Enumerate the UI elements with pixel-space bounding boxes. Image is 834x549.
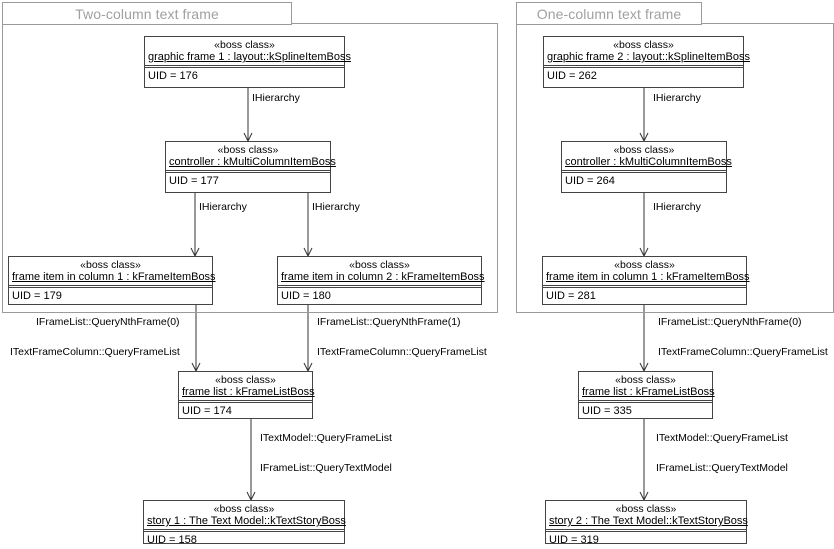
node-attribute: UID = 262 bbox=[544, 67, 743, 85]
node-attribute: UID = 176 bbox=[145, 67, 344, 85]
edge-label-left-hierarchy-item2: IHierarchy bbox=[312, 201, 360, 213]
node-attribute: UID = 281 bbox=[543, 287, 746, 305]
node-header: «boss class» controller : kMultiColumnIt… bbox=[562, 142, 732, 171]
edge-label-left-queryframelist-2: ITextFrameColumn::QueryFrameList bbox=[317, 346, 487, 358]
edge-label-left-querynthframe-1: IFrameList::QueryNthFrame(1) bbox=[317, 316, 461, 328]
edge-label-left-querynthframe-0: IFrameList::QueryNthFrame(0) bbox=[36, 316, 180, 328]
node-frame-list-335[interactable]: «boss class» frame list : kFrameListBoss… bbox=[578, 371, 715, 420]
node-header: «boss class» story 2 : The Text Model::k… bbox=[546, 501, 748, 530]
node-stereotype: «boss class» bbox=[80, 259, 141, 271]
node-header: «boss class» graphic frame 2 : layout::k… bbox=[544, 37, 750, 66]
node-graphic-frame-2[interactable]: «boss class» graphic frame 2 : layout::k… bbox=[543, 36, 750, 88]
node-frame-item-column-1-281[interactable]: «boss class» frame item in column 1 : kF… bbox=[542, 256, 750, 305]
edge-label-right-hierarchy-graphicframe: IHierarchy bbox=[653, 92, 701, 104]
node-stereotype: «boss class» bbox=[214, 39, 275, 51]
node-attribute: UID = 180 bbox=[278, 287, 481, 305]
node-stereotype: «boss class» bbox=[614, 259, 675, 271]
node-frame-item-column-2-180[interactable]: «boss class» frame item in column 2 : kF… bbox=[277, 256, 485, 305]
edge-label-left-queryframelist-1: ITextFrameColumn::QueryFrameList bbox=[10, 346, 180, 358]
node-stereotype: «boss class» bbox=[615, 374, 676, 386]
node-stereotype: «boss class» bbox=[349, 259, 410, 271]
node-header: «boss class» frame item in column 2 : kF… bbox=[278, 257, 485, 286]
node-header: «boss class» frame item in column 1 : kF… bbox=[543, 257, 750, 286]
edge-label-right-querynthframe-0: IFrameList::QueryNthFrame(0) bbox=[658, 316, 802, 328]
node-attribute: UID = 177 bbox=[166, 172, 330, 190]
node-attribute: UID = 174 bbox=[179, 402, 312, 420]
node-attribute: UID = 158 bbox=[144, 531, 344, 549]
edge-label-right-hierarchy-item1: IHierarchy bbox=[653, 201, 701, 213]
node-frame-list-174[interactable]: «boss class» frame list : kFrameListBoss… bbox=[178, 371, 315, 420]
node-name: graphic frame 1 : layout::kSplineItemBos… bbox=[148, 51, 351, 63]
panel-tab-one-column: One-column text frame bbox=[516, 2, 702, 25]
node-name: controller : kMultiColumnItemBoss bbox=[169, 156, 336, 168]
node-name: frame item in column 1 : kFrameItemBoss bbox=[12, 271, 216, 283]
edge-label-right-queryframelist-1: ITextFrameColumn::QueryFrameList bbox=[658, 346, 828, 358]
node-name: frame item in column 1 : kFrameItemBoss bbox=[546, 271, 750, 283]
node-story-1-158[interactable]: «boss class» story 1 : The Text Model::k… bbox=[143, 500, 346, 546]
panel-tab-two-column: Two-column text frame bbox=[2, 2, 292, 25]
node-controller-177[interactable]: «boss class» controller : kMultiColumnIt… bbox=[165, 141, 336, 193]
node-name: graphic frame 2 : layout::kSplineItemBos… bbox=[547, 51, 750, 63]
node-header: «boss class» graphic frame 1 : layout::k… bbox=[145, 37, 351, 66]
node-attribute: UID = 319 bbox=[546, 531, 746, 549]
node-story-2-319[interactable]: «boss class» story 2 : The Text Model::k… bbox=[545, 500, 748, 546]
edge-label-left-queryframelist-model: IFrameList::QueryTextModel bbox=[260, 462, 392, 474]
node-graphic-frame-1[interactable]: «boss class» graphic frame 1 : layout::k… bbox=[144, 36, 351, 88]
node-attribute: UID = 335 bbox=[579, 402, 712, 420]
node-name: story 1 : The Text Model::kTextStoryBoss bbox=[147, 515, 346, 527]
node-stereotype: «boss class» bbox=[215, 374, 276, 386]
node-stereotype: «boss class» bbox=[613, 39, 674, 51]
node-header: «boss class» story 1 : The Text Model::k… bbox=[144, 501, 346, 530]
node-header: «boss class» frame list : kFrameListBoss bbox=[179, 372, 315, 401]
node-name: frame list : kFrameListBoss bbox=[182, 386, 315, 398]
node-stereotype: «boss class» bbox=[613, 144, 675, 156]
node-name: frame list : kFrameListBoss bbox=[582, 386, 715, 398]
edge-label-right-querytextmodel-list: ITextModel::QueryFrameList bbox=[656, 432, 788, 444]
panel-title-two-column: Two-column text frame bbox=[75, 5, 219, 22]
node-header: «boss class» controller : kMultiColumnIt… bbox=[166, 142, 336, 171]
node-attribute: UID = 179 bbox=[9, 287, 212, 305]
node-frame-item-column-1-179[interactable]: «boss class» frame item in column 1 : kF… bbox=[8, 256, 216, 305]
node-attribute: UID = 264 bbox=[562, 172, 726, 190]
node-name: story 2 : The Text Model::kTextStoryBoss bbox=[549, 515, 748, 527]
node-header: «boss class» frame list : kFrameListBoss bbox=[579, 372, 715, 401]
edge-label-left-hierarchy-item1: IHierarchy bbox=[199, 201, 247, 213]
edge-label-right-queryframelist-model: IFrameList::QueryTextModel bbox=[656, 462, 788, 474]
node-stereotype: «boss class» bbox=[213, 503, 275, 515]
node-stereotype: «boss class» bbox=[217, 144, 279, 156]
node-name: frame item in column 2 : kFrameItemBoss bbox=[281, 271, 485, 283]
edge-label-left-hierarchy-graphicframe: IHierarchy bbox=[252, 92, 300, 104]
node-header: «boss class» frame item in column 1 : kF… bbox=[9, 257, 216, 286]
node-controller-264[interactable]: «boss class» controller : kMultiColumnIt… bbox=[561, 141, 732, 193]
edge-label-left-querytextmodel-list: ITextModel::QueryFrameList bbox=[260, 432, 392, 444]
node-name: controller : kMultiColumnItemBoss bbox=[565, 156, 732, 168]
panel-title-one-column: One-column text frame bbox=[536, 5, 682, 22]
node-stereotype: «boss class» bbox=[615, 503, 677, 515]
